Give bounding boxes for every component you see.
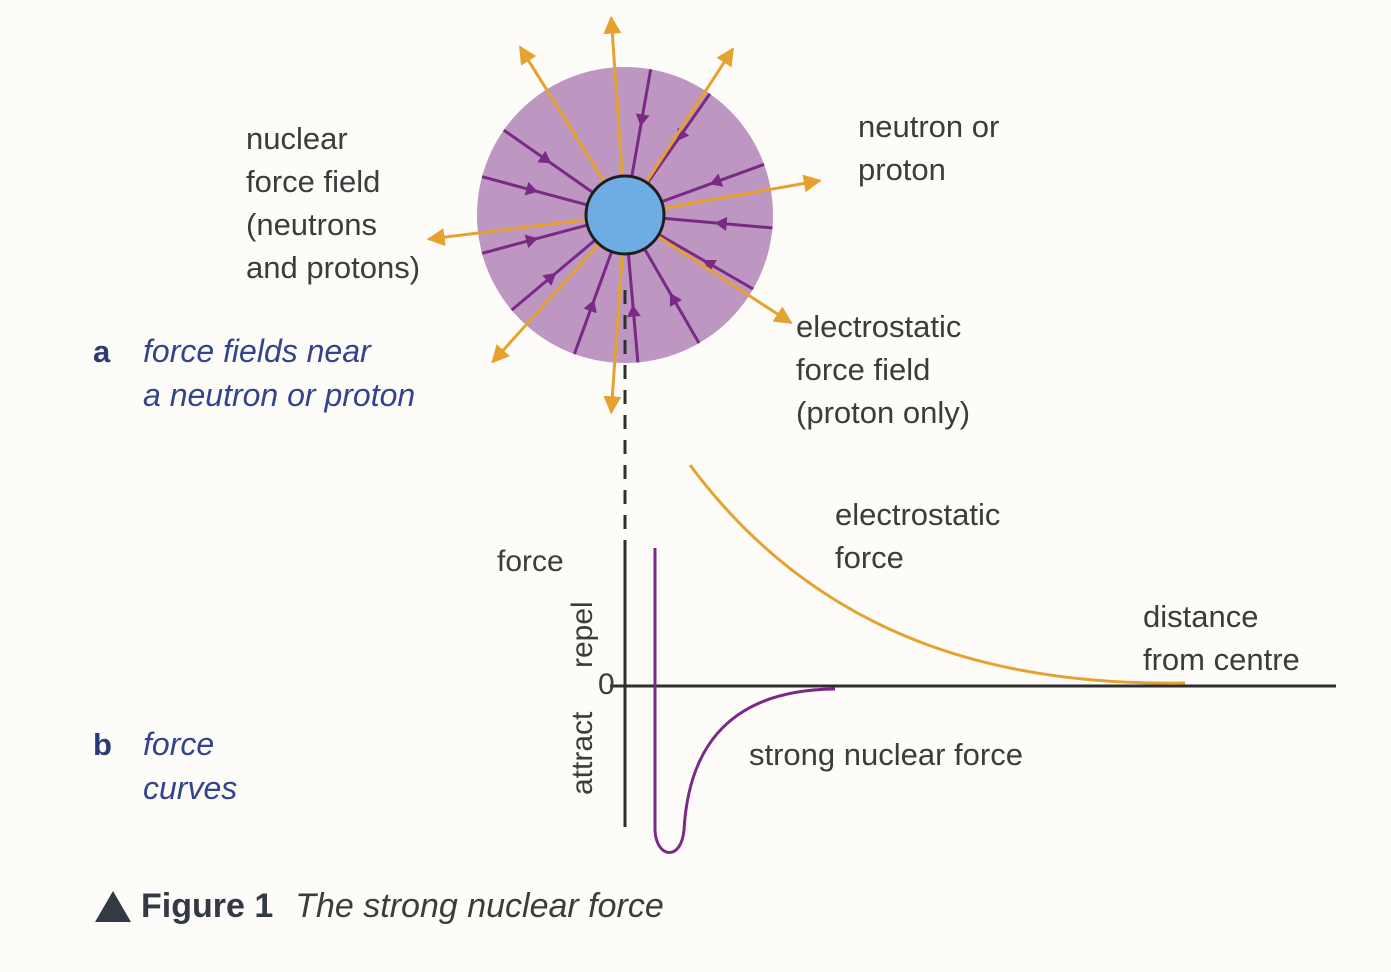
nuclear-field-arrowhead: [635, 113, 650, 127]
label-neutron-or-proton: neutron or proton: [858, 109, 1000, 187]
electrostatic-field-line: [603, 15, 624, 177]
force-axis-title: force: [497, 545, 564, 578]
electrostatic-field-line: [426, 218, 587, 247]
part-b-caption: force curves: [143, 726, 238, 806]
label-nuclear-force-field: nuclear force field (neutrons and proton…: [246, 121, 421, 285]
electrostatic-field-line: [491, 242, 601, 364]
nuclear-field-arrowhead: [626, 304, 641, 318]
electrostatic-field-line: [663, 174, 822, 210]
nuclear-field-arrowhead: [537, 150, 552, 164]
part-b-letter: b: [93, 727, 112, 762]
nuclear-field-arrowhead: [524, 234, 539, 249]
nuclear-field-arrowhead: [714, 216, 728, 231]
nuclear-field-arrowhead: [669, 292, 683, 307]
electrostatic-field-line: [603, 253, 624, 415]
label-strong-nuclear-force: strong nuclear force: [749, 737, 1023, 772]
label-electrostatic-force: electrostatic force: [835, 497, 1001, 575]
nuclear-field-arrowhead: [542, 272, 557, 286]
electrostatic-field-lines: [426, 15, 822, 415]
nuclear-field-arrowhead: [709, 173, 724, 187]
attract-label: attract: [566, 711, 599, 795]
label-distance-from-centre: distance from centre: [1143, 599, 1300, 677]
electrostatic-force-curve: [688, 464, 1186, 685]
electrostatic-field-line: [644, 47, 735, 184]
figure-number: Figure 1: [141, 886, 274, 925]
figure-title: The strong nuclear force: [295, 886, 664, 925]
figure-caption: Figure 1 The strong nuclear force: [95, 882, 664, 930]
part-a-caption: force fields near a neutron or proton: [143, 333, 416, 413]
label-electrostatic-force-field: electrostatic force field (proton only): [796, 309, 971, 430]
nuclear-field-arrowhead: [524, 181, 539, 196]
nuclear-field-arrowhead: [702, 259, 717, 273]
triangle-icon: [95, 890, 131, 922]
repel-label: repel: [566, 601, 599, 668]
strong-nuclear-force-curve: [653, 548, 836, 854]
electrostatic-field-line: [518, 45, 606, 183]
axis-zero-label: 0: [598, 668, 615, 701]
nuclear-field-arrowhead: [583, 299, 597, 314]
nucleon-core: [584, 174, 666, 256]
electrostatic-field-line: [656, 234, 793, 325]
part-a-letter: a: [93, 334, 111, 369]
